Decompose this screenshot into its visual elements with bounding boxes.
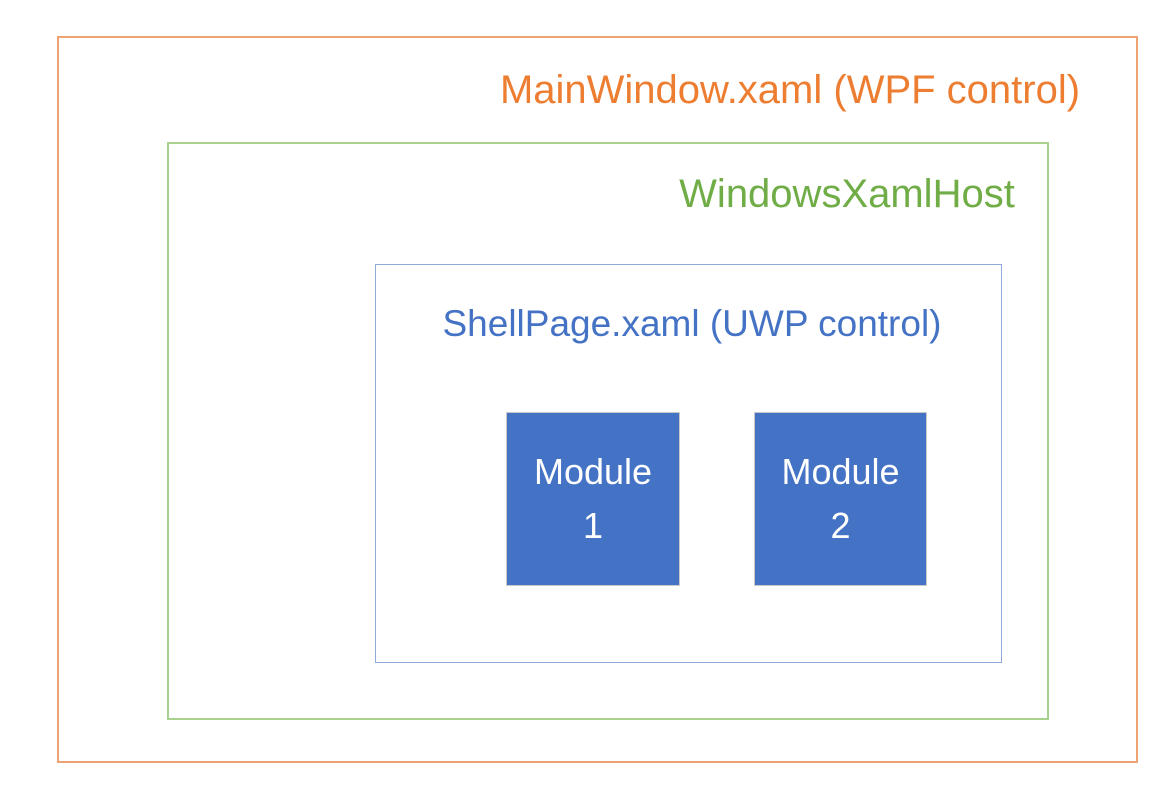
- windowsxamlhost-box: WindowsXamlHost ShellPage.xaml (UWP cont…: [167, 142, 1049, 720]
- module-1-label: Module: [533, 451, 653, 492]
- module-2-box: Module 2: [754, 412, 927, 586]
- module-1-number: 1: [582, 505, 604, 546]
- mainwindow-wpf-box: MainWindow.xaml (WPF control) WindowsXam…: [57, 36, 1138, 763]
- module-1-box: Module 1: [506, 412, 680, 586]
- mainwindow-wpf-label: MainWindow.xaml (WPF control): [499, 68, 1081, 112]
- module-2-label: Module: [781, 451, 900, 492]
- windowsxamlhost-label: WindowsXamlHost: [679, 172, 1015, 216]
- module-2-number: 2: [830, 505, 851, 546]
- shellpage-uwp-box: ShellPage.xaml (UWP control) Module 1 Mo…: [375, 264, 1002, 663]
- shellpage-uwp-label: ShellPage.xaml (UWP control): [442, 303, 942, 344]
